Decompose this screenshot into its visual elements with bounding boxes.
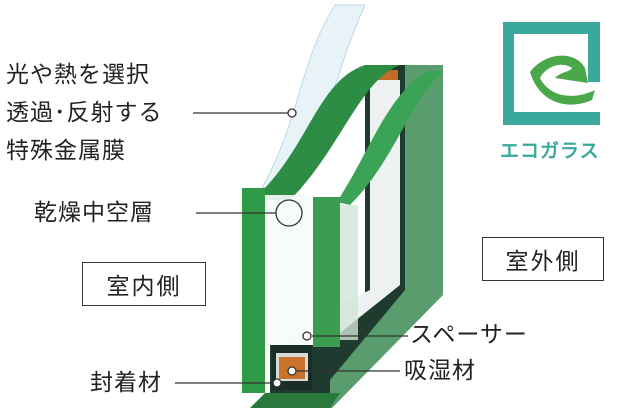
- spacer-label: スペーサー: [410, 322, 528, 348]
- left-pane-top: [242, 65, 400, 200]
- eco-glass-logo-icon: [503, 22, 600, 125]
- desiccant-top: [372, 70, 398, 80]
- outdoor-label: 室外側: [482, 237, 604, 281]
- desiccant-label: 吸湿材: [404, 358, 476, 384]
- film-label-line1: 光や熱を選択: [6, 62, 150, 88]
- middle-pane-top: [313, 70, 443, 205]
- middle-pane-front: [313, 197, 340, 347]
- logo-text: エコガラス: [500, 140, 600, 162]
- air-layer-label: 乾燥中空層: [34, 200, 154, 226]
- film-label-line3: 特殊金属膜: [6, 138, 126, 164]
- outer-body: [300, 65, 443, 408]
- indoor-label: 室内側: [82, 262, 206, 306]
- sealant-label: 封着材: [90, 370, 162, 396]
- film-label-line2: 透過･反射する: [6, 100, 163, 126]
- left-pane-front: [242, 188, 265, 393]
